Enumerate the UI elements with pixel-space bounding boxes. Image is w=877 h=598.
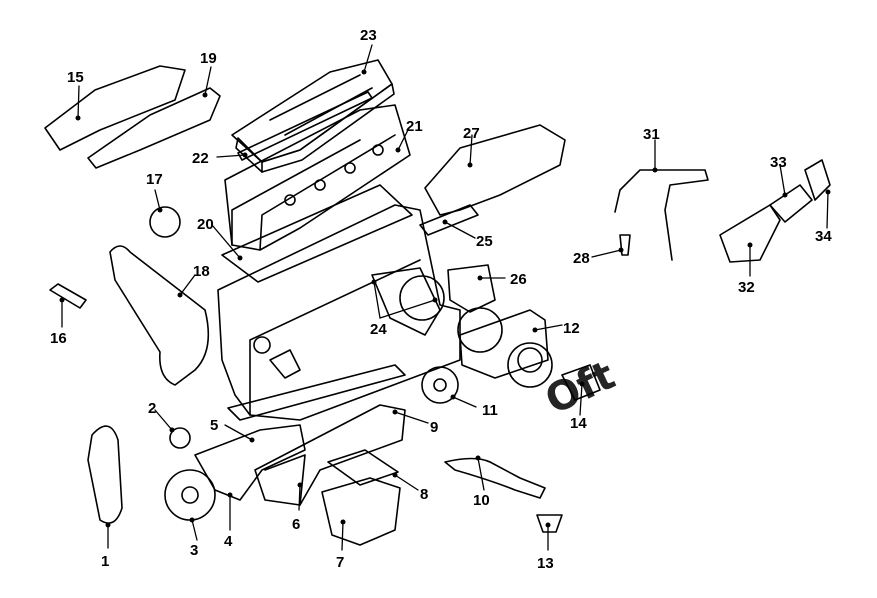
oil-pan-gasket (227, 364, 406, 421)
fuel-pipe (614, 169, 709, 261)
label-20: 20 (197, 216, 214, 233)
filter-housing (804, 159, 831, 201)
label-24: 24 (370, 321, 387, 338)
intake-manifold (424, 124, 566, 216)
mount-bracket (719, 204, 781, 263)
watermark-circle (507, 342, 553, 388)
label-25: 25 (476, 233, 493, 250)
label-33: 33 (770, 154, 787, 171)
label-23: 23 (360, 27, 377, 44)
idler-pulley (421, 366, 459, 404)
label-34: 34 (815, 228, 832, 245)
label-12: 12 (563, 320, 580, 337)
exhaust-manifold (44, 65, 186, 151)
label-1: 1 (101, 553, 109, 570)
label-27: 27 (463, 125, 480, 142)
dipstick-tube (444, 457, 546, 499)
label-28: 28 (573, 250, 590, 267)
exhaust-manifold-gasket (87, 87, 221, 169)
intake-gasket (419, 204, 479, 236)
label-5: 5 (210, 417, 218, 434)
label-21: 21 (406, 118, 423, 135)
label-4: 4 (224, 533, 233, 550)
label-6: 6 (292, 516, 300, 533)
label-17: 17 (146, 171, 163, 188)
water-pump-housing (447, 264, 496, 313)
oil-pump (194, 424, 306, 501)
label-14: 14 (570, 415, 587, 432)
label-11: 11 (482, 402, 498, 419)
lower-oil-pan (321, 477, 401, 546)
callout-labels: 1 2 3 4 5 6 7 8 9 10 11 12 13 14 15 16 1… (50, 27, 832, 572)
label-31: 31 (643, 126, 660, 143)
label-8: 8 (420, 486, 428, 503)
watermark-circle (457, 307, 503, 353)
label-22: 22 (192, 150, 209, 167)
label-10: 10 (473, 492, 490, 509)
label-9: 9 (430, 419, 438, 436)
label-32: 32 (738, 279, 755, 296)
camshaft-sprocket (149, 206, 181, 238)
label-16: 16 (50, 330, 67, 347)
timing-belt-lower (87, 425, 123, 524)
callout-dots (59, 69, 831, 528)
injection-pump (459, 309, 549, 379)
oil-filler-cap (536, 514, 563, 533)
label-3: 3 (190, 542, 198, 559)
oil-pan (254, 404, 406, 506)
temperature-sensor (49, 283, 87, 309)
crank-pulley (169, 427, 191, 449)
head-gasket (221, 184, 413, 283)
label-2: 2 (148, 400, 156, 417)
label-15: 15 (67, 69, 84, 86)
label-26: 26 (510, 271, 527, 288)
water-pump (371, 267, 441, 336)
label-19: 19 (200, 50, 217, 67)
valve-cover (231, 59, 395, 173)
pump-bracket (561, 364, 601, 401)
valve-cover-gasket (237, 91, 373, 161)
fuel-filter (769, 184, 813, 223)
watermark-circle (399, 275, 445, 321)
engine-block (217, 204, 461, 421)
label-13: 13 (537, 555, 554, 572)
lower-pan-gasket (327, 449, 399, 486)
label-18: 18 (193, 263, 210, 280)
leader-lines (61, 44, 829, 551)
timing-belt (109, 245, 210, 386)
label-7: 7 (336, 554, 344, 571)
